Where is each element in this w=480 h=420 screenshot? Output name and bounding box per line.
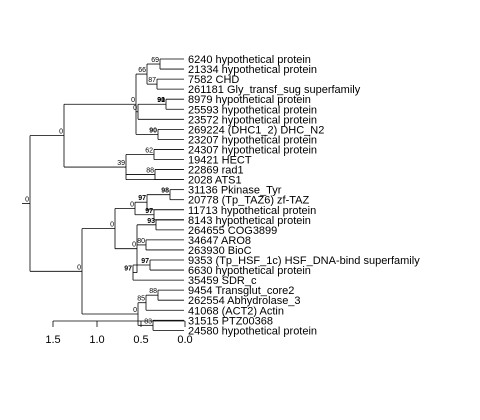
leaf-label: 269224 (DHC1_2) DHC_N2 [188, 124, 324, 136]
support-value: 0 [133, 307, 137, 314]
leaf-label: 35459 SDR_c [188, 275, 257, 287]
leaf-label: 9353 (Tp_HSF_1c) HSF_DNA-bind superfamil… [188, 255, 420, 267]
leaf-label: 24580 hypothetical protein [188, 325, 317, 337]
leaf-label: 6240 hypothetical protein [188, 54, 311, 66]
support-value: 90 [149, 127, 157, 134]
support-value: 69 [151, 57, 159, 64]
support-value: 87 [148, 77, 156, 84]
scale-tick-label: 1.0 [89, 334, 104, 346]
leaf-label: 34647 ARO8 [188, 235, 251, 247]
leaf-label: 25593 hypothetical protein [188, 104, 317, 116]
support-value: 0 [59, 129, 63, 136]
support-value: 88 [146, 168, 154, 175]
support-value: 97 [138, 195, 146, 202]
leaf-label: 20778 (Tp_TAZ6) zf-TAZ [188, 195, 310, 207]
leaf-label: 31136 Pkinase_Tyr [188, 185, 282, 197]
leaf-label: 23572 hypothetical protein [188, 114, 317, 126]
leaf-label: 23207 hypothetical protein [188, 134, 317, 146]
leaf-label: 22869 rad1 [188, 165, 244, 177]
support-value: 0 [132, 242, 136, 249]
leaf-label: 264655 COG3899 [188, 225, 277, 237]
leaf-label: 261181 Gly_transf_sug superfamily [188, 84, 361, 96]
leaf-label: 41068 (ACT2) Actin [188, 305, 284, 317]
support-value: 0 [77, 264, 81, 271]
leaf-label: 21334 hypothetical protein [188, 64, 317, 76]
support-value: 97 [124, 266, 132, 273]
leaf-label: 19421 HECT [188, 155, 252, 167]
leaf-label: 24307 hypothetical protein [188, 144, 317, 156]
support-value: 62 [145, 147, 153, 154]
support-value: 39 [117, 160, 125, 167]
support-value: 97 [141, 258, 149, 265]
support-value: 0 [25, 196, 29, 203]
support-value: 66 [138, 67, 146, 74]
leaf-label: 262554 Abhydrolase_3 [188, 295, 301, 307]
support-value: 85 [137, 296, 145, 303]
support-value: 0 [131, 97, 135, 104]
support-value: 93 [147, 218, 155, 225]
scale-tick-label: 0.0 [177, 334, 192, 346]
support-value: 98 [161, 188, 169, 195]
leaf-label: 8979 hypothetical protein [188, 94, 311, 106]
support-value: 83 [144, 318, 152, 325]
leaf-label: 8143 hypothetical protein [188, 215, 311, 227]
leaf-label: 263930 BioC [188, 245, 252, 257]
leaf-label: 6630 hypothetical protein [188, 265, 311, 277]
support-value: 0 [110, 222, 114, 229]
support-value: 88 [149, 288, 157, 295]
scale-tick-label: 0.5 [133, 334, 148, 346]
support-value: 90 [157, 97, 165, 104]
scale-tick-label: 1.5 [45, 334, 60, 346]
leaf-label: 2028 ATS1 [188, 175, 242, 187]
support-value: 80 [137, 238, 145, 245]
leaf-label: 7582 CHD [188, 74, 239, 86]
support-value: 91 [157, 97, 165, 104]
leaf-label: 9454 Transglut_core2 [188, 285, 294, 297]
leaf-label: 31515 PTZ00368 [188, 315, 273, 327]
leaf-label: 11713 hypothetical protein [188, 205, 316, 217]
support-value: 97 [145, 208, 153, 215]
support-value: 0 [133, 105, 137, 112]
support-value: 0 [130, 201, 134, 208]
